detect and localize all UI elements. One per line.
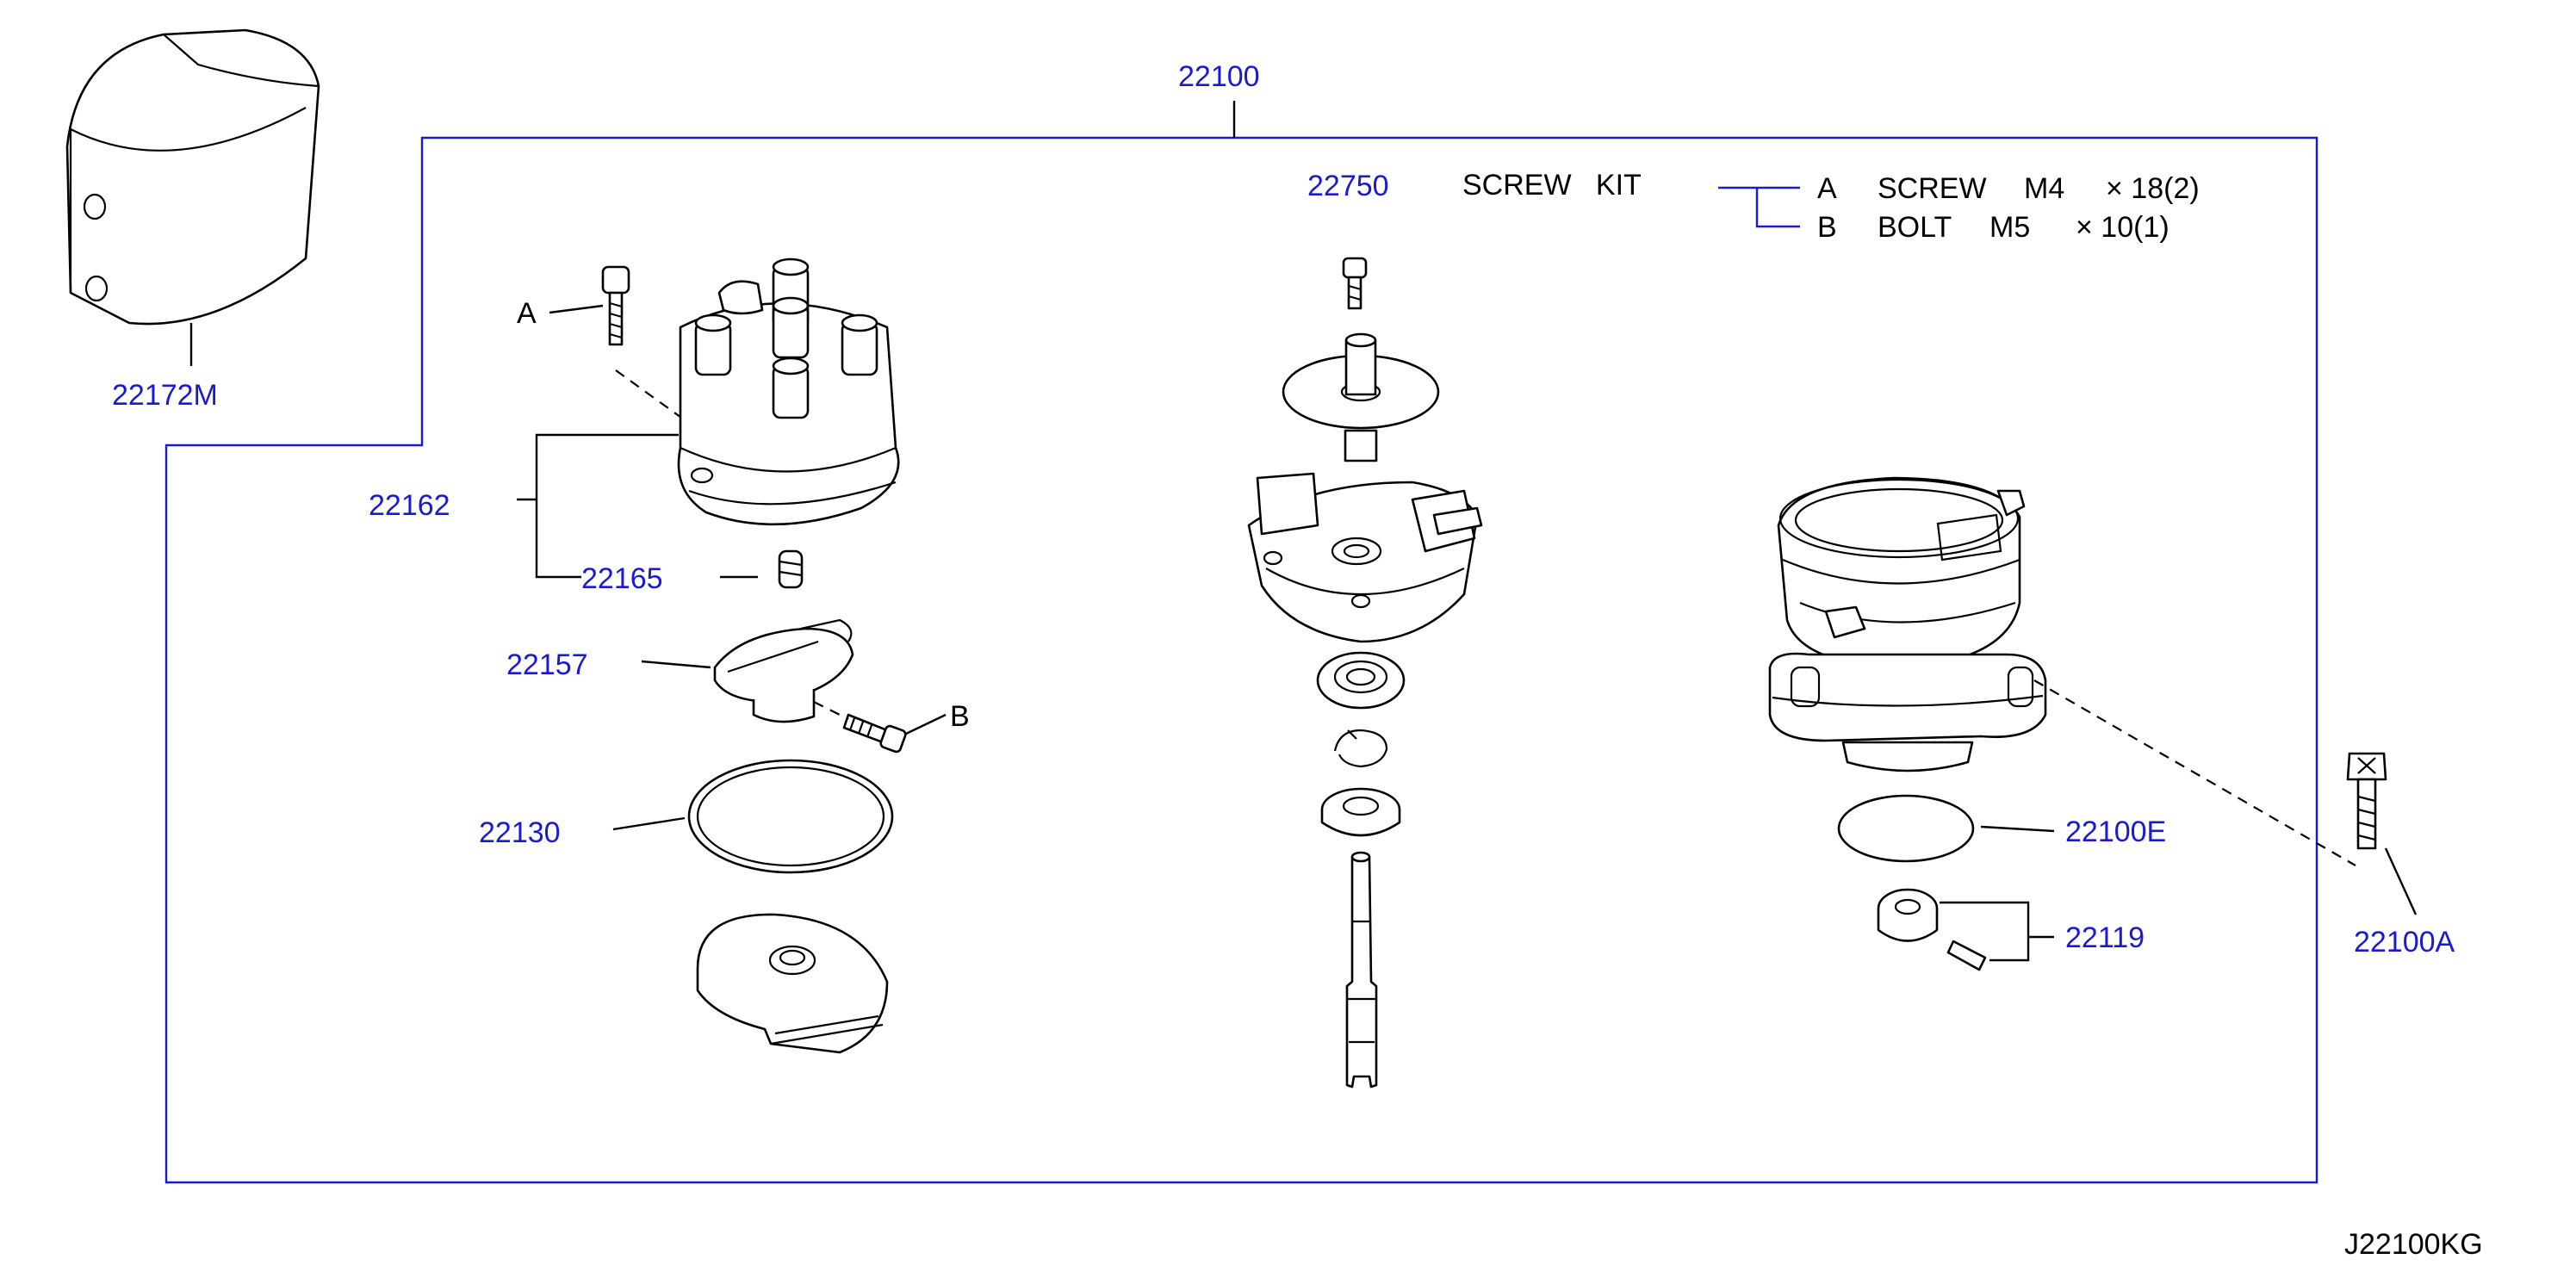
signal-rotor-plate-drawing	[1282, 332, 1440, 462]
housing-drawing	[1768, 476, 2047, 772]
screw-a-drawing	[601, 265, 630, 346]
part-number-collar[interactable]: 22119	[2065, 921, 2145, 954]
o-ring-drawing	[1837, 794, 1975, 863]
o-ring-leader	[1980, 825, 2055, 833]
part-number-cap[interactable]: 22162	[369, 489, 450, 522]
washer-drawing	[1320, 787, 1401, 837]
bolt-drawing	[2346, 752, 2387, 850]
distributor-cap-drawing	[677, 257, 900, 526]
callout-b-leader	[905, 713, 947, 735]
center-screw-drawing	[1342, 257, 1368, 310]
bolt-leader	[2384, 847, 2418, 915]
part-number-seal[interactable]: 22130	[479, 816, 561, 849]
rotor-shield-drawing	[696, 913, 889, 1054]
part-number-bolt[interactable]: 22100A	[2354, 926, 2455, 958]
part-number-assembly[interactable]: 22100	[1178, 60, 1260, 93]
rotor-head-leader	[641, 660, 711, 669]
spring-clip-drawing	[1333, 729, 1388, 768]
seal-drawing	[687, 759, 894, 874]
screw-b-drawing	[842, 713, 907, 754]
assembly-boundary	[164, 136, 2318, 1184]
screw-kit-item-b-spec: × 10(1)	[2076, 211, 2169, 244]
part-number-screw-kit[interactable]: 22750	[1307, 170, 1389, 202]
diagram-code: J22100KG	[2344, 1228, 2483, 1261]
screw-kit-item-a-name: SCREW	[1878, 172, 1987, 205]
housing-bolt-guide	[2033, 679, 2356, 866]
part-number-o-ring[interactable]: 22100E	[2065, 816, 2166, 848]
carbon-point-drawing	[778, 549, 804, 589]
bearing-drawing	[1316, 651, 1406, 710]
seal-leader	[612, 816, 686, 831]
crank-angle-sensor-drawing	[1247, 472, 1483, 643]
shaft-drawing	[1345, 851, 1378, 1089]
screw-kit-title: SCREW KIT	[1462, 169, 1642, 202]
screw-kit-item-a-size: M4	[2024, 172, 2064, 205]
screw-kit-item-b-size: M5	[1989, 211, 2030, 244]
screw-kit-bracket	[1718, 186, 1800, 228]
callout-a-label: A	[517, 297, 537, 330]
screw-kit-item-b-key: B	[1817, 211, 1837, 244]
part-number-rotor-head[interactable]: 22157	[506, 648, 588, 681]
rotor-head-drawing	[713, 618, 854, 723]
screw-kit-item-b-name: BOLT	[1878, 211, 1952, 244]
screw-b-guide	[813, 701, 849, 720]
protector-drawing	[65, 28, 320, 326]
cap-bracket	[517, 433, 679, 579]
part-number-carbon-point[interactable]: 22165	[581, 562, 663, 595]
screw-kit-item-a-spec: × 18(2)	[2106, 172, 2200, 205]
collar-drawing	[1877, 888, 1987, 971]
callout-a-leader	[549, 304, 604, 314]
part-number-protector[interactable]: 22172M	[112, 379, 218, 412]
screw-kit-item-a-key: A	[1817, 172, 1837, 205]
collar-bracket	[1940, 901, 2054, 962]
callout-b-label: B	[950, 700, 970, 733]
